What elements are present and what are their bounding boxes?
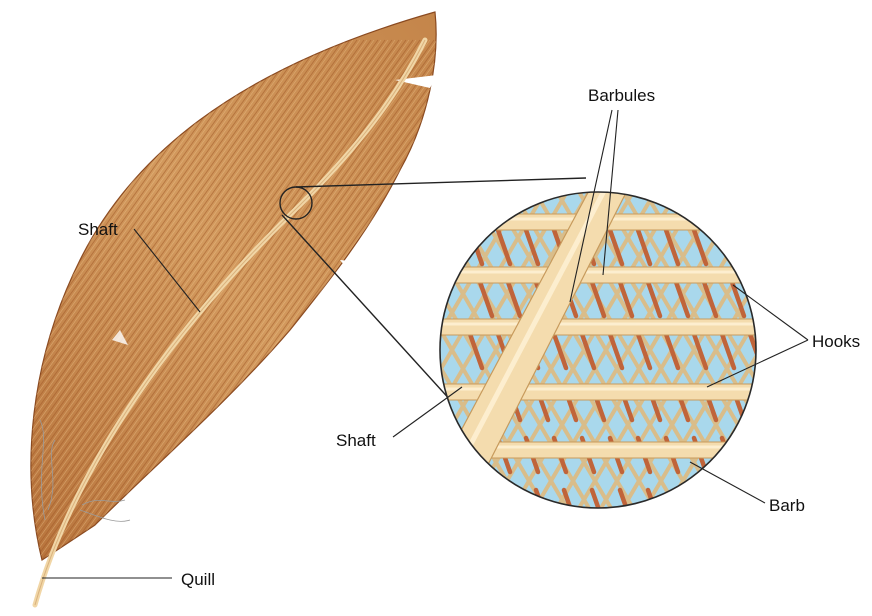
barbule-strand bbox=[0, 180, 2, 520]
barb-strand bbox=[430, 319, 770, 335]
barb-strand bbox=[430, 267, 770, 283]
label-quill: Quill bbox=[181, 571, 215, 588]
hook-strand bbox=[480, 490, 492, 524]
label-shaft: Shaft bbox=[78, 221, 118, 238]
barbule-strand bbox=[858, 180, 872, 520]
hook-strand bbox=[788, 386, 800, 420]
barbule-strand bbox=[0, 180, 2, 520]
barbule-strand bbox=[0, 180, 24, 520]
hook-strand bbox=[732, 490, 744, 524]
hook-strand bbox=[704, 490, 716, 524]
hook-strand bbox=[750, 438, 762, 472]
leader-barb bbox=[690, 462, 765, 503]
label-barbules: Barbules bbox=[588, 87, 655, 104]
hook-strand bbox=[778, 438, 790, 472]
barbule-strand bbox=[858, 180, 872, 520]
label-hooks: Hooks bbox=[812, 333, 860, 350]
hook-strand bbox=[676, 490, 688, 524]
hook-strand bbox=[760, 282, 772, 316]
hook-strand bbox=[788, 282, 800, 316]
barbule-strand bbox=[0, 180, 24, 520]
leader-shaft-zoom bbox=[393, 387, 462, 437]
hook-strand bbox=[508, 490, 520, 524]
label-barb: Barb bbox=[769, 497, 805, 514]
hook-strand bbox=[750, 230, 762, 264]
hook-strand bbox=[760, 386, 772, 420]
label-shaft-zoom: Shaft bbox=[336, 432, 376, 449]
hook-strand bbox=[778, 230, 790, 264]
